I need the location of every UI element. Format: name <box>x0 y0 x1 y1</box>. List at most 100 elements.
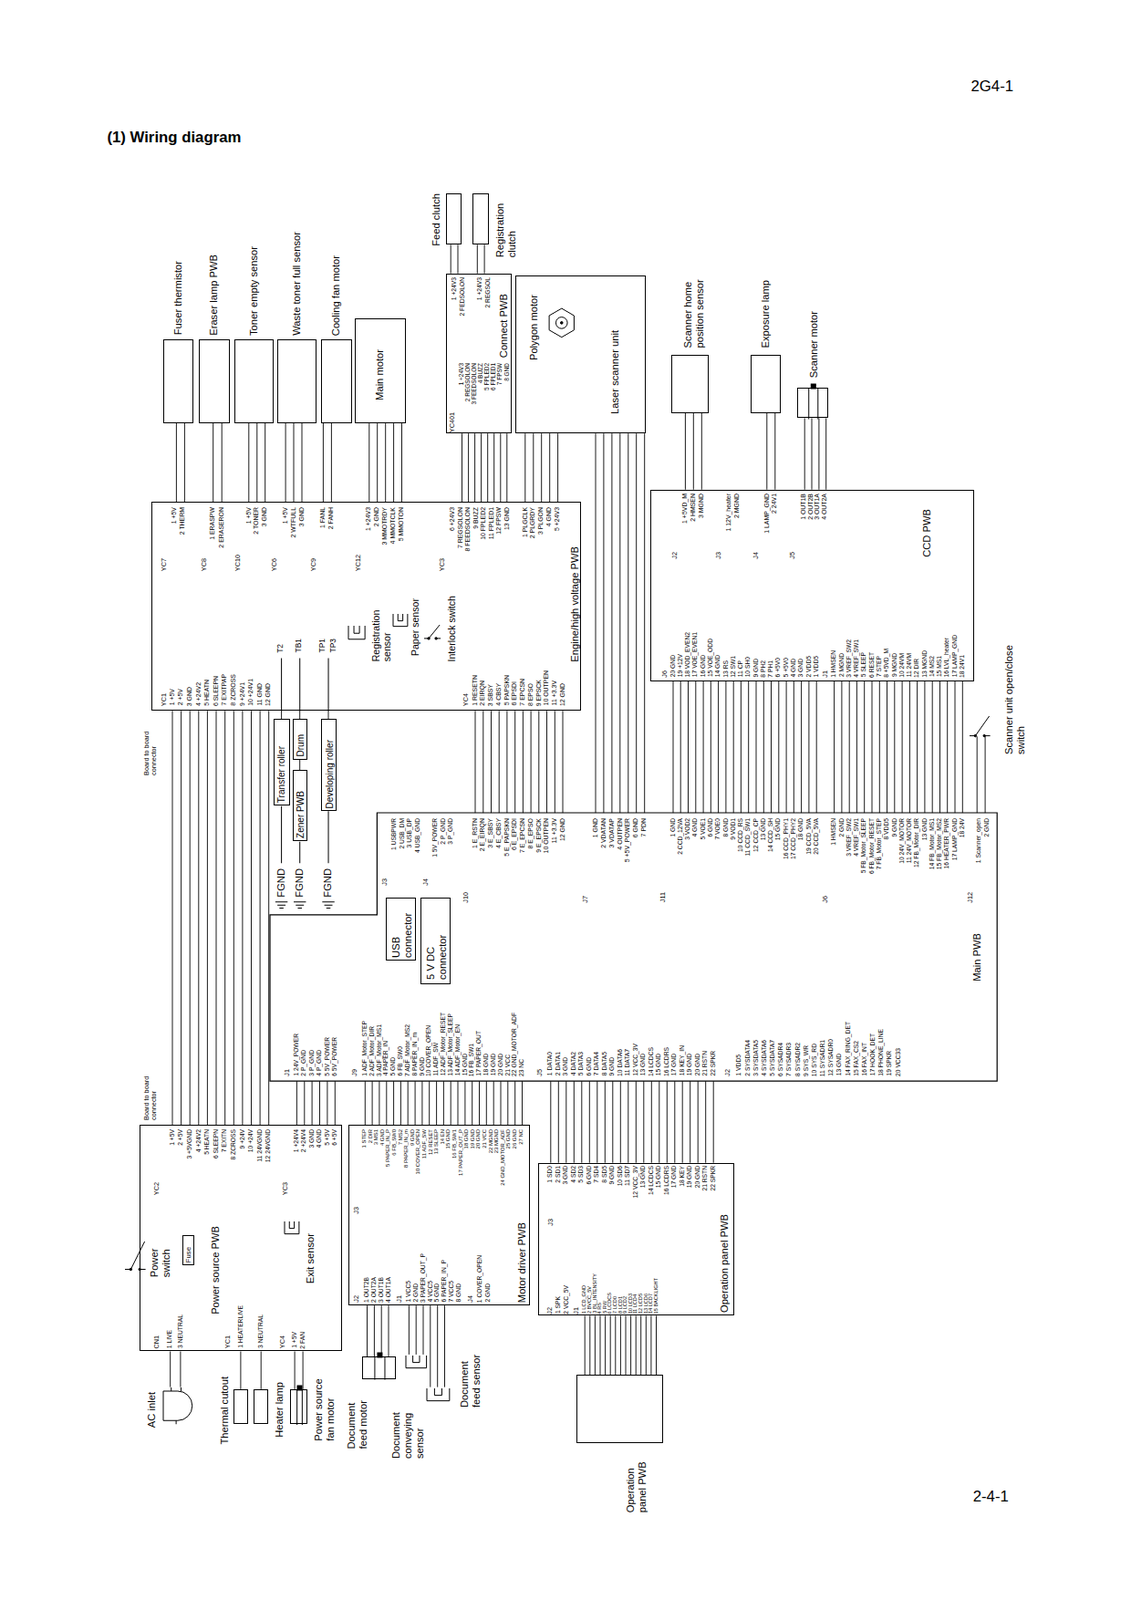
wire <box>625 1315 627 1375</box>
pin-label: 13 GND <box>922 818 929 841</box>
pin-label: 10 FPLED2 <box>480 507 488 540</box>
wire <box>408 1305 410 1355</box>
connector-name: J3 <box>352 1206 360 1215</box>
ground-symbol <box>293 902 306 909</box>
pin-label: 13 GND <box>640 1165 647 1188</box>
shape-outline <box>423 622 442 640</box>
leader-line <box>299 841 301 863</box>
wire <box>421 1080 423 1125</box>
wire-bundle <box>170 1351 181 1388</box>
node-label: Developing roller <box>325 739 335 809</box>
wire <box>259 710 261 1125</box>
connector-name: J3 <box>715 551 722 560</box>
wire-bundle <box>260 1351 262 1390</box>
pin-label: 10 OUTPEN <box>543 670 550 706</box>
pin-label: 16 GND <box>700 654 707 677</box>
wire <box>311 1080 313 1125</box>
wire <box>909 681 911 813</box>
wire <box>643 1080 644 1163</box>
pin-label: 14 EN <box>440 1129 447 1144</box>
wire <box>849 681 851 813</box>
wire <box>886 681 888 813</box>
pin-label: 1 OUT1B <box>800 493 808 520</box>
wire <box>818 417 820 489</box>
connector-name: CN1 <box>153 1335 160 1349</box>
ac-plug-symbol: AC inlet <box>161 1387 195 1424</box>
switch-symbol: Interlock switch <box>423 622 442 640</box>
motor-symbol: Power source fan motor <box>290 1389 308 1424</box>
wire <box>856 681 858 813</box>
wire <box>475 710 477 813</box>
node-label: Toner empty sensor <box>249 246 260 336</box>
wire <box>589 1315 591 1375</box>
pin-label: 11 SYSADR1 <box>819 1039 827 1077</box>
pin-label: 5 VOE1 <box>700 818 707 840</box>
wire <box>319 1080 321 1125</box>
connector-name: J2 <box>671 551 678 560</box>
wire <box>299 710 301 719</box>
pin-label: 9 GND <box>609 1057 616 1077</box>
wire <box>233 710 235 1125</box>
leader-line <box>280 806 282 864</box>
pin-label: 4 USB_GND <box>415 818 422 853</box>
node-label: Document feed motor <box>345 1392 370 1450</box>
pin-label: 21 VCC <box>482 1129 488 1149</box>
wire-bundle <box>477 244 485 273</box>
pin-label: 2 +5V <box>177 1129 185 1146</box>
wire-bundle <box>176 423 185 502</box>
pin-label: 12 CCD_CP <box>753 818 760 852</box>
wire <box>250 710 252 1125</box>
wire <box>985 736 986 813</box>
pin-label: 9 EPSCK <box>536 679 543 706</box>
pin-label: 22 SPKR <box>710 1165 717 1192</box>
node-label: Paper sensor <box>410 598 421 656</box>
pin-label: 11 ADF_SW <box>433 1042 440 1076</box>
node-label: Motor driver PWB <box>517 1222 528 1303</box>
pin-label: 7 ADF_Motor_MS2 <box>404 1024 412 1077</box>
pin-label: 10 CCD_RS <box>737 818 745 852</box>
wire <box>364 1080 366 1125</box>
pin-label: 6 E_EPSDI <box>511 818 519 851</box>
connector-name: J1 <box>283 1068 291 1077</box>
pin-label: 2 MGND <box>734 493 741 519</box>
node-label: Operation panel PWB <box>719 1214 730 1313</box>
pin-label: 15 GND <box>655 1053 663 1076</box>
pin-label: 13 ADF_Motor_SLEEP <box>447 1013 455 1077</box>
pin-label: 11 +3.3V <box>551 680 559 706</box>
pin-label: 13 RS <box>723 660 730 678</box>
pin-label: 4 MMOTCLK <box>390 507 397 544</box>
wire <box>620 1315 622 1375</box>
pin-label: 2 GND <box>839 818 846 838</box>
component-box: Toner empty sensor <box>234 339 274 424</box>
pin-label: 6 5V_POWER <box>332 1037 339 1077</box>
pin-label: 27 NC <box>518 1129 525 1145</box>
connector-name: YC6 <box>270 558 278 571</box>
wire <box>589 1080 591 1163</box>
wire <box>703 681 705 813</box>
pin-label: 1 VDD5 <box>813 655 820 677</box>
pin-label: 16 LCDRS <box>664 1047 671 1077</box>
pin-label: 5 PAPER_IN_P <box>385 1129 392 1167</box>
pin-label: 2 VDD5 <box>806 655 813 677</box>
pin-label: 4 GND <box>316 1129 323 1149</box>
pin-label: 3 MGND <box>698 493 706 519</box>
pin-label: 10 +24V1 <box>248 678 255 706</box>
pin-label: 16 FB_SW1 <box>468 1043 476 1077</box>
pin-label: 10 DATA6 <box>617 1048 624 1077</box>
pin-label: 5 SYSDATA7 <box>769 1039 777 1077</box>
wire <box>493 1080 495 1125</box>
component-box: Cooling fan motor <box>321 339 353 424</box>
component-box: Zener PWB <box>292 769 308 841</box>
connector-name: YC10 <box>234 554 241 571</box>
wire <box>596 1080 598 1163</box>
node-label: Main motor <box>374 349 385 401</box>
connector-name: J1 <box>395 1295 403 1303</box>
connector-name: YC2 <box>153 1182 160 1195</box>
pin-label: 3 SBSY <box>487 684 495 706</box>
pin-label: 13 SLEEP <box>434 1129 440 1154</box>
wire <box>946 681 948 813</box>
pin-label: 17 HOOK_DET <box>870 1033 877 1076</box>
pin-label: 20 GND <box>695 1053 702 1076</box>
wire <box>565 1080 567 1163</box>
wire <box>393 1080 395 1125</box>
